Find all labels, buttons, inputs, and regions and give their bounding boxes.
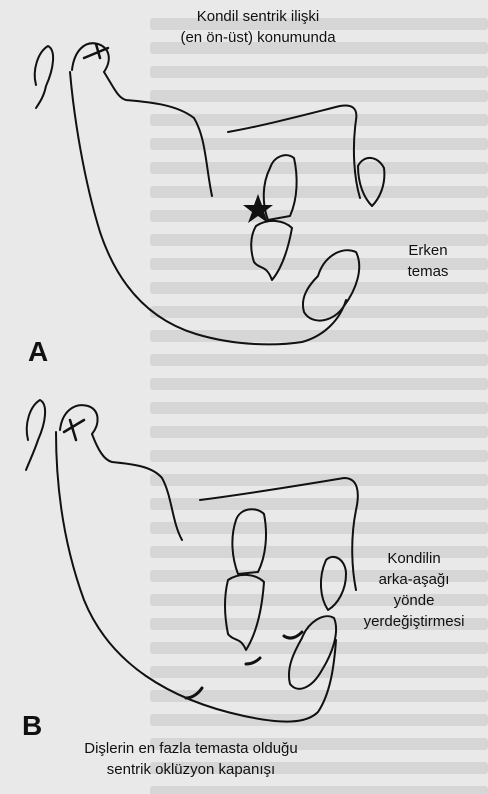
maxillary-molar-b xyxy=(232,509,266,574)
mandibular-incisor-b xyxy=(289,616,336,689)
label-line: yerdeğiştirmesi xyxy=(352,611,476,632)
label-line: sentrik oklüzyon kapanışı xyxy=(66,759,316,780)
maxillary-molar-a xyxy=(264,155,297,220)
label-centric-occlusion: Dişlerin en fazla temasta olduğu sentrik… xyxy=(66,738,316,780)
maxilla-a xyxy=(228,106,360,198)
label-line: temas xyxy=(398,261,458,282)
mandible-outline-b xyxy=(56,432,336,722)
mandible-outline-a xyxy=(70,72,346,344)
mandibular-incisor-a xyxy=(303,250,359,320)
motion-mark-2 xyxy=(246,658,260,664)
motion-mark-3 xyxy=(186,688,202,698)
ramus-posterior-a xyxy=(104,72,212,196)
panel-a-drawing xyxy=(35,43,385,344)
label-condyle-displacement: Kondilin arka-aşağı yönde yerdeğiştirmes… xyxy=(352,548,476,632)
maxillary-incisor-b xyxy=(321,557,346,610)
panel-b-letter: B xyxy=(22,710,42,742)
label-condyle-centric-relation: Kondil sentrik ilişki (en ön-üst) konumu… xyxy=(160,6,356,48)
maxillary-incisor-a xyxy=(358,158,384,206)
condyle-a xyxy=(72,43,109,72)
temporal-bone-a xyxy=(35,46,53,108)
label-line: (en ön-üst) konumunda xyxy=(160,27,356,48)
label-line: Erken xyxy=(398,240,458,261)
label-early-contact: Erken temas xyxy=(398,240,458,282)
mandibular-molar-b xyxy=(225,575,264,650)
label-line: yönde xyxy=(352,590,476,611)
label-line: Dişlerin en fazla temasta olduğu xyxy=(66,738,316,759)
motion-mark-1 xyxy=(284,632,302,638)
condyle-arrow-a xyxy=(84,44,108,58)
maxilla-b xyxy=(200,478,358,590)
condyle-arrow-b xyxy=(64,420,84,440)
ramus-posterior-b xyxy=(92,434,182,540)
panel-b-drawing xyxy=(26,400,358,722)
temporal-bone-b xyxy=(26,400,45,470)
label-line: Kondil sentrik ilişki xyxy=(160,6,356,27)
label-line: Kondilin xyxy=(352,548,476,569)
panel-a-letter: A xyxy=(28,336,48,368)
label-line: arka-aşağı xyxy=(352,569,476,590)
mandibular-molar-a xyxy=(251,221,292,280)
